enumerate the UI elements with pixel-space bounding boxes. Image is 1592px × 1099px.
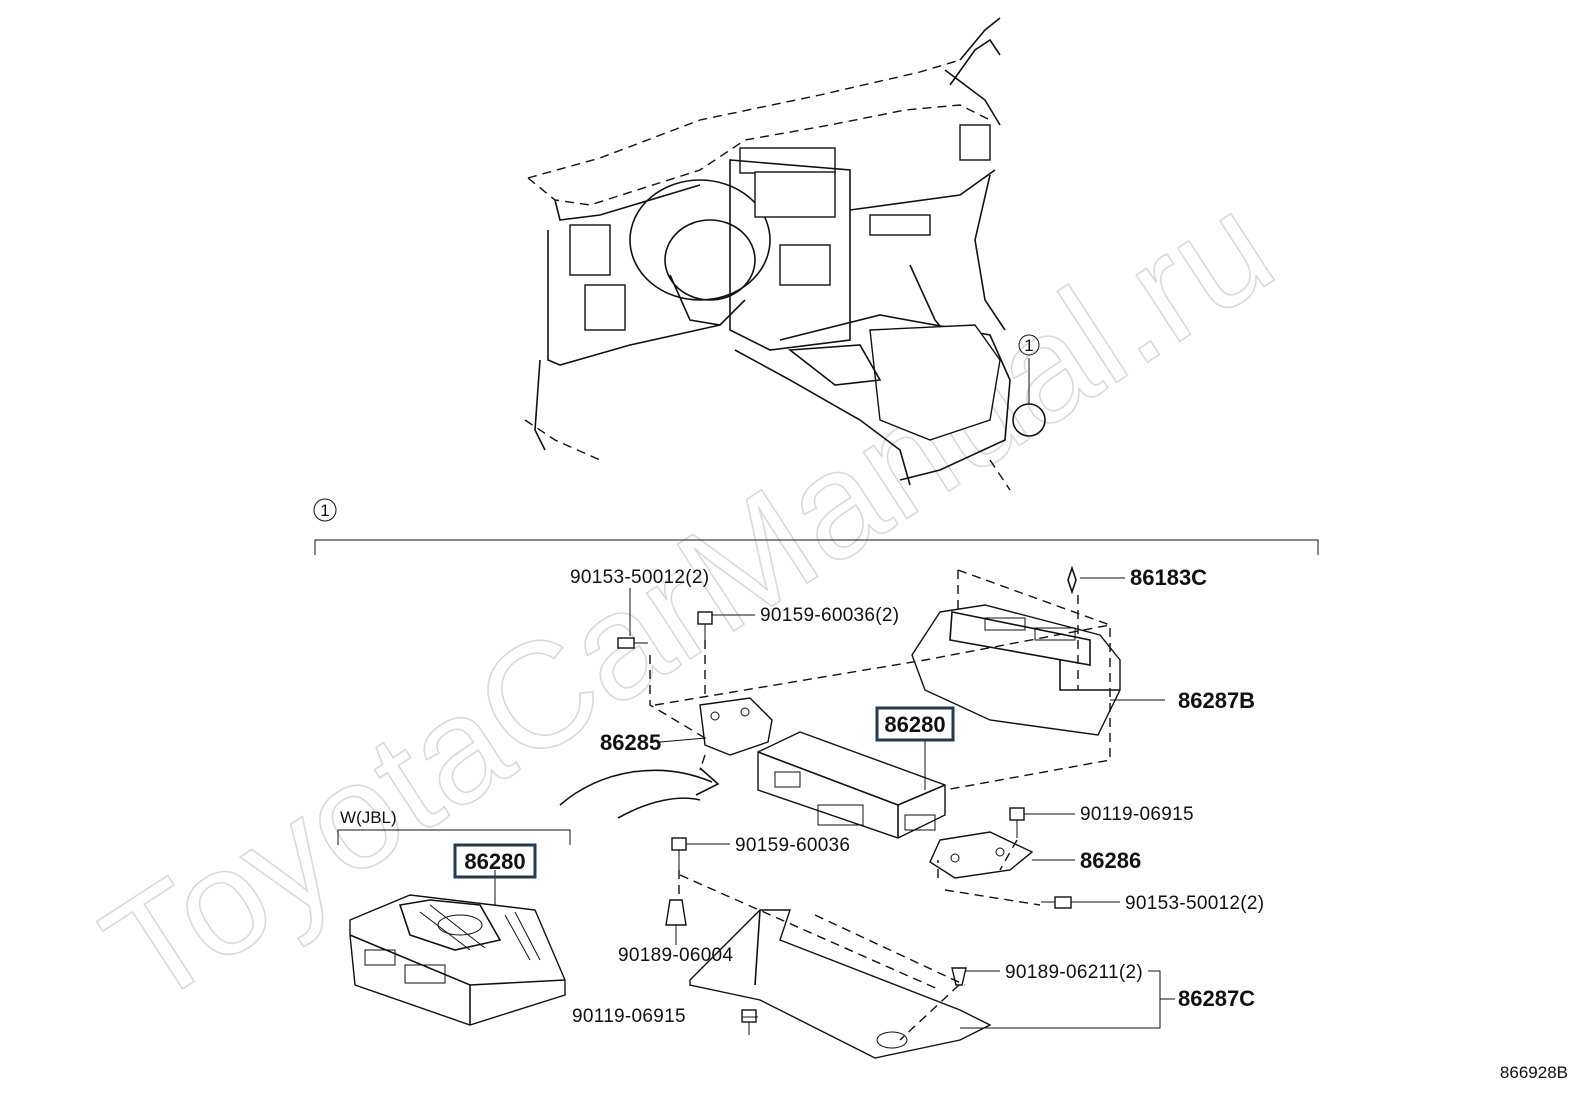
screw-90119-right-icon [1009, 807, 1025, 838]
screw-90153-top-icon [617, 637, 648, 649]
clip-86183C-icon [1067, 565, 1125, 595]
variant-label: W(JBL) [340, 808, 397, 827]
label-86287B: 86287B [1178, 688, 1255, 713]
label-90153-50012-bottom: 90153-50012(2) [1125, 893, 1264, 914]
assembly-lines [649, 569, 1111, 1041]
label-86285: 86285 [600, 730, 661, 755]
screw-90119-left-icon [741, 1009, 757, 1035]
screw-90159-mid-icon [671, 837, 687, 870]
label-86280-jbl: 86280 [464, 849, 525, 874]
highlight-86280-jbl [453, 843, 537, 879]
dashboard-illustration: 1 [524, 17, 1046, 491]
section-bracket: 1 [313, 498, 1319, 555]
label-90189-06211: 90189-06211(2) [1005, 962, 1143, 983]
label-86286: 86286 [1080, 848, 1141, 873]
screw-90159-top-icon [697, 611, 713, 640]
watermark: ToyotaCarManual.ru [76, 160, 1300, 1037]
screw-90153-bottom-icon [1041, 896, 1072, 909]
amplifier-86280-main [757, 731, 946, 839]
swap-arrow-icon [559, 767, 720, 819]
diagram-code: 866928B [1500, 1063, 1568, 1082]
label-90189-06004: 90189-06004 [618, 945, 733, 966]
label-86287C: 86287C [1178, 986, 1255, 1011]
label-90119-06915-right: 90119-06915 [1080, 804, 1194, 825]
bracket-86285 [659, 697, 773, 756]
callout-number-section: 1 [320, 501, 329, 520]
label-90159-60036-mid: 90159-60036 [735, 835, 850, 856]
leader-lines [629, 588, 1175, 1029]
lower-tray-86287C [679, 874, 992, 1059]
callout-number-top: 1 [1024, 336, 1033, 355]
label-90119-06915-left: 90119-06915 [572, 1006, 686, 1027]
label-90159-60036-top: 90159-60036(2) [760, 605, 899, 626]
label-90153-50012-top: 90153-50012(2) [570, 567, 709, 588]
part-labels: 90153-50012(2) 90159-60036(2) 86183C 862… [340, 565, 1568, 1082]
fastener-icons [617, 611, 1072, 1035]
label-86280-main: 86280 [884, 712, 945, 737]
amplifier-86280-jbl [337, 829, 571, 1026]
bracket-86286 [929, 831, 1075, 879]
clip-90189-06004-icon [665, 899, 687, 926]
console-cover-86287B [911, 604, 1121, 736]
clip-90189-06211-icon [951, 967, 967, 986]
label-86183C: 86183C [1130, 565, 1207, 590]
highlight-86280-main [875, 706, 955, 742]
